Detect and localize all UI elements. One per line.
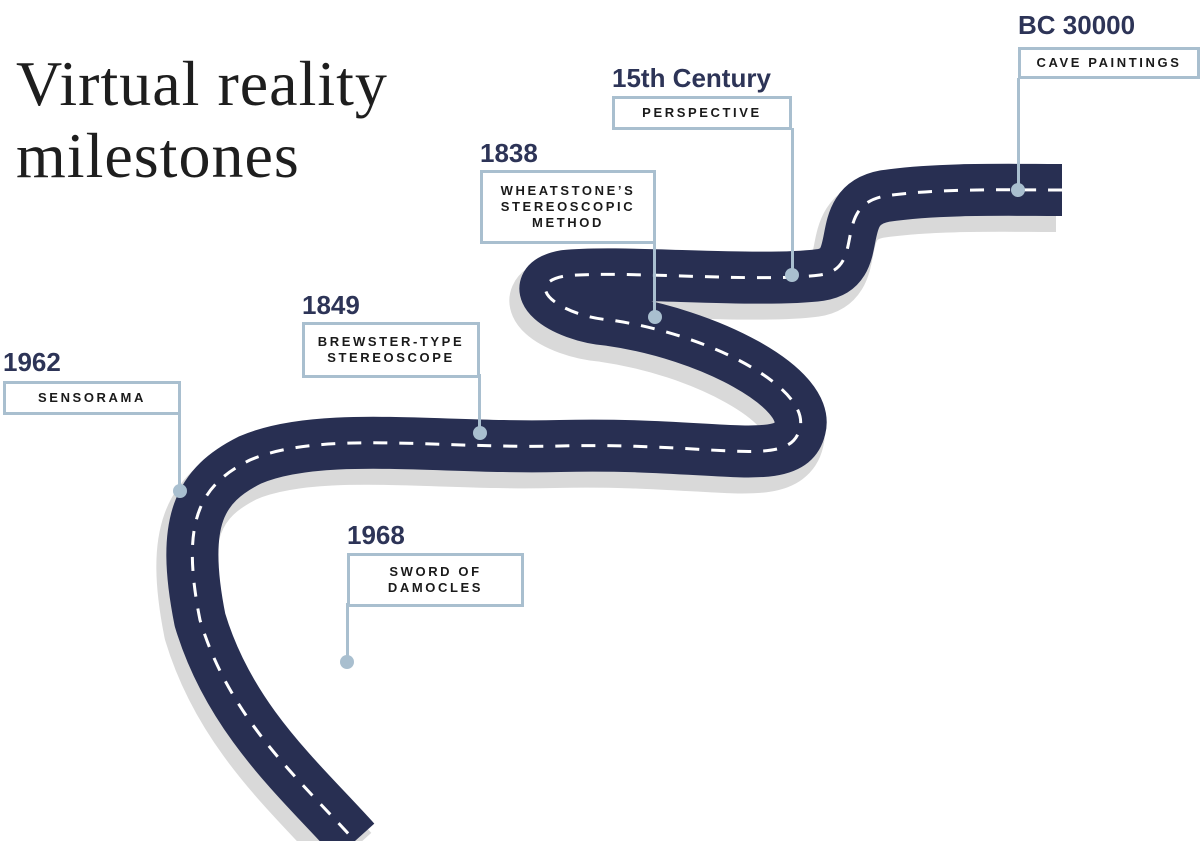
- milestone-connector: [346, 603, 349, 662]
- milestone-label: WHEATSTONE’S STEREOSCOPIC METHOD: [480, 170, 656, 244]
- milestone-pin: [340, 655, 354, 669]
- milestone-pin: [785, 268, 799, 282]
- milestone-year: 1849: [302, 290, 360, 320]
- milestone-year: 15th Century: [612, 63, 771, 93]
- milestone-label: SENSORAMA: [3, 381, 181, 415]
- milestone-year: 1962: [3, 347, 61, 377]
- road-surface: [166, 163, 1063, 841]
- milestone-connector: [1017, 78, 1020, 190]
- milestone-pin: [648, 310, 662, 324]
- milestone-connector: [791, 128, 794, 275]
- milestone-year: 1968: [347, 520, 405, 550]
- milestone-pin: [1011, 183, 1025, 197]
- milestone-connector: [653, 240, 656, 317]
- title-line-1: Virtual reality: [16, 48, 388, 119]
- milestone-label: CAVE PAINTINGS: [1018, 47, 1200, 79]
- milestone-connector: [178, 412, 181, 491]
- milestone-label: BREWSTER-TYPE STEREOSCOPE: [302, 322, 480, 378]
- page-title: Virtual reality milestones: [16, 48, 388, 192]
- milestone-connector: [478, 374, 481, 434]
- milestone-label: SWORD OF DAMOCLES: [347, 553, 524, 607]
- milestone-pin: [173, 484, 187, 498]
- milestone-year: 1838: [480, 138, 538, 168]
- milestone-year: BC 30000: [1018, 10, 1136, 40]
- milestone-pin: [473, 426, 487, 440]
- milestone-label: PERSPECTIVE: [612, 96, 792, 130]
- title-line-2: milestones: [16, 120, 300, 191]
